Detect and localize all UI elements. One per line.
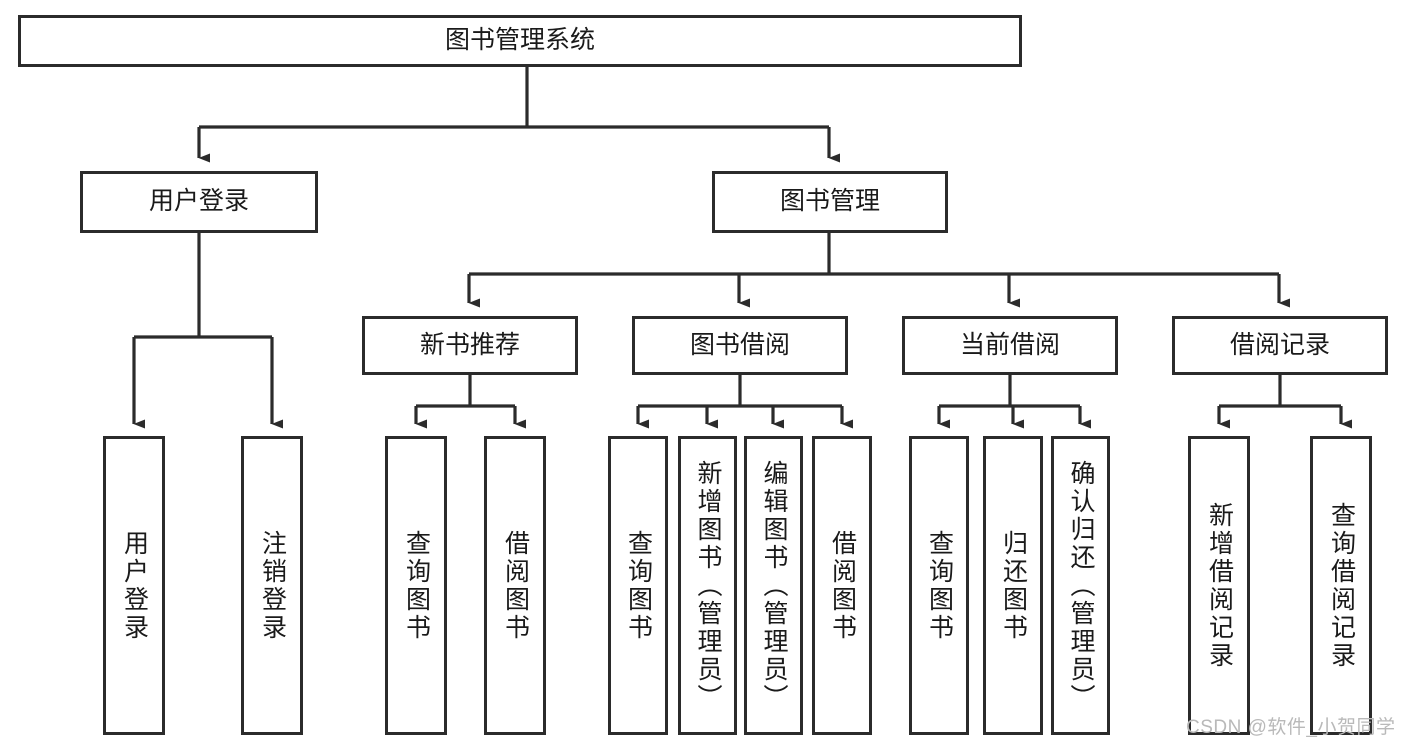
node-current-borrow[interactable]: 当前借阅 <box>902 316 1118 375</box>
node-leaf-edit-book-admin-label: 编辑图书（管理员） <box>760 459 788 712</box>
node-user-login[interactable]: 用户登录 <box>80 171 318 233</box>
node-leaf-add-borrow-record-label: 新增借阅记录 <box>1205 501 1234 670</box>
node-leaf-edit-book-admin[interactable]: 编辑图书（管理员） <box>744 436 803 735</box>
node-root[interactable]: 图书管理系统 <box>18 15 1022 67</box>
node-leaf-logout-login[interactable]: 注销登录 <box>241 436 303 735</box>
node-book-borrow-label: 图书借阅 <box>689 330 790 359</box>
node-leaf-query-book-1[interactable]: 查询图书 <box>385 436 447 735</box>
node-leaf-confirm-return-admin[interactable]: 确认归还（管理员） <box>1051 436 1110 735</box>
node-leaf-logout-login-label: 注销登录 <box>258 529 287 642</box>
node-leaf-user-login[interactable]: 用户登录 <box>103 436 165 735</box>
node-book-borrow[interactable]: 图书借阅 <box>632 316 848 375</box>
node-book-manage[interactable]: 图书管理 <box>712 171 948 233</box>
node-book-manage-label: 图书管理 <box>779 187 880 216</box>
node-leaf-query-book-3[interactable]: 查询图书 <box>909 436 969 735</box>
node-leaf-return-book-label: 归还图书 <box>999 529 1028 642</box>
node-leaf-add-borrow-record[interactable]: 新增借阅记录 <box>1188 436 1250 735</box>
node-new-book-recommend[interactable]: 新书推荐 <box>362 316 578 375</box>
node-leaf-query-borrow-record[interactable]: 查询借阅记录 <box>1310 436 1372 735</box>
node-leaf-query-book-2[interactable]: 查询图书 <box>608 436 668 735</box>
node-leaf-borrow-book-2[interactable]: 借阅图书 <box>812 436 872 735</box>
csdn-watermark: CSDN @软件_小贺同学 <box>1186 717 1396 738</box>
node-leaf-user-login-label: 用户登录 <box>120 529 149 642</box>
node-leaf-confirm-return-admin-label: 确认归还（管理员） <box>1067 459 1095 712</box>
node-leaf-borrow-book-1-label: 借阅图书 <box>501 529 530 642</box>
node-borrow-record-label: 借阅记录 <box>1229 330 1330 359</box>
node-leaf-query-borrow-record-label: 查询借阅记录 <box>1327 501 1356 670</box>
node-leaf-borrow-book-2-label: 借阅图书 <box>828 529 857 642</box>
node-root-label: 图书管理系统 <box>444 26 595 55</box>
node-leaf-query-book-1-label: 查询图书 <box>402 529 431 642</box>
node-leaf-add-book-admin[interactable]: 新增图书（管理员） <box>678 436 737 735</box>
node-leaf-borrow-book-1[interactable]: 借阅图书 <box>484 436 546 735</box>
node-new-book-recommend-label: 新书推荐 <box>419 330 520 359</box>
node-leaf-return-book[interactable]: 归还图书 <box>983 436 1043 735</box>
node-leaf-query-book-3-label: 查询图书 <box>925 529 954 642</box>
node-borrow-record[interactable]: 借阅记录 <box>1172 316 1388 375</box>
node-current-borrow-label: 当前借阅 <box>959 330 1060 359</box>
node-leaf-query-book-2-label: 查询图书 <box>624 529 653 642</box>
node-leaf-add-book-admin-label: 新增图书（管理员） <box>694 459 722 712</box>
node-user-login-label: 用户登录 <box>148 187 249 216</box>
